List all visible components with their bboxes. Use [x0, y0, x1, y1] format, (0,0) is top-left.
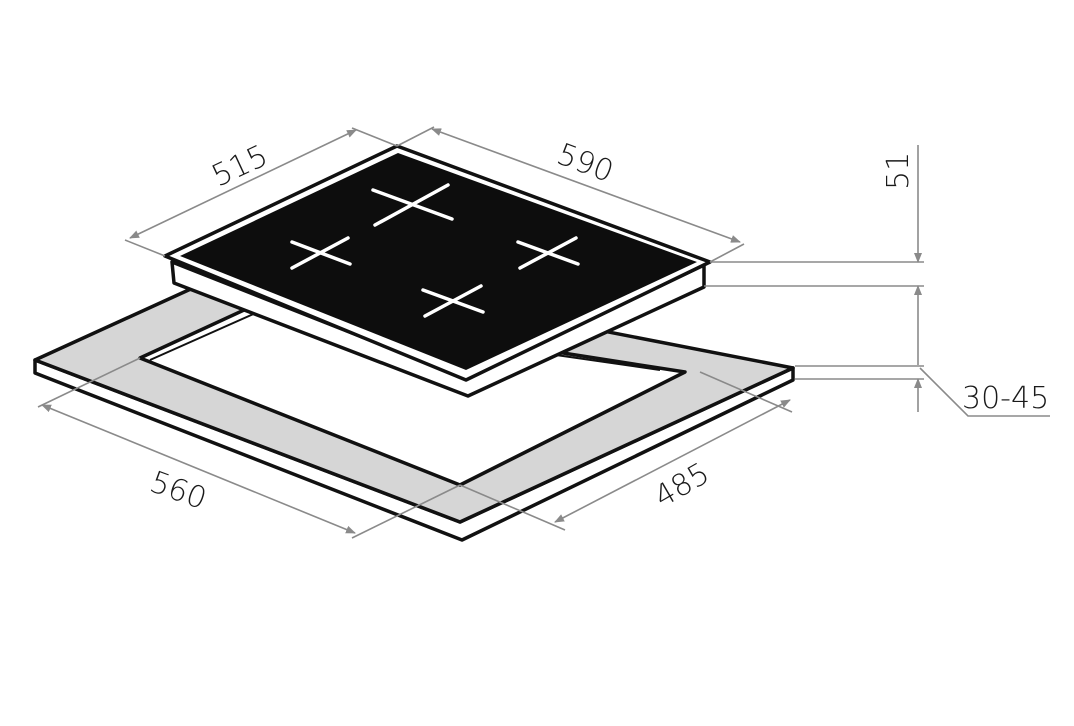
- burner-rear-right: [516, 236, 580, 270]
- dimension-hob-height: 51: [704, 145, 924, 365]
- label-485: 485: [649, 456, 716, 515]
- label-560: 560: [145, 465, 211, 517]
- label-51: 51: [881, 152, 916, 190]
- burner-front-left: [290, 236, 352, 270]
- dimension-countertop-thickness: 30-45: [795, 365, 1050, 417]
- label-30-45: 30-45: [962, 381, 1049, 416]
- label-590: 590: [552, 137, 618, 190]
- burner-front-right: [421, 284, 485, 318]
